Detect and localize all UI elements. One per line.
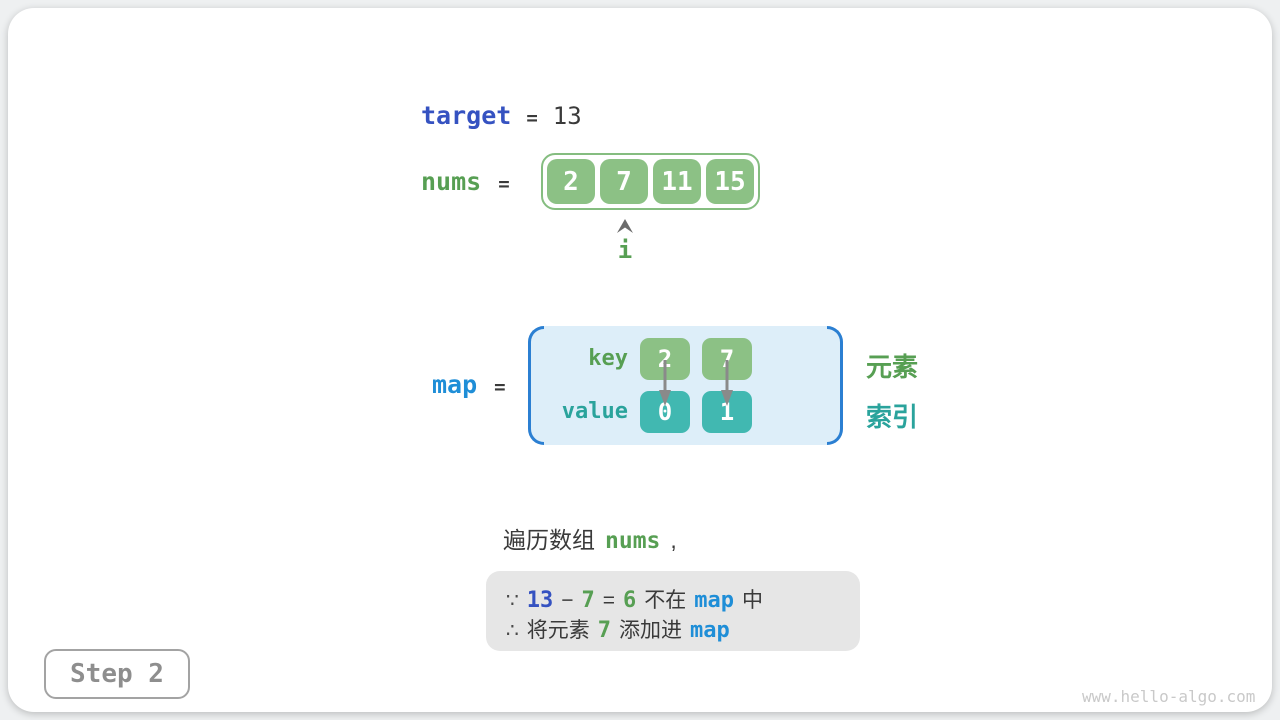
reason-text-not-in: 不在: [644, 589, 687, 612]
equals-sign: =: [526, 107, 538, 129]
pointer-i-label: i: [617, 236, 633, 264]
nums-cell-1: 7: [600, 159, 648, 204]
step-badge: Step 2: [44, 649, 190, 699]
reason-text-add-element: 将元素: [526, 619, 590, 642]
nums-line: nums =: [421, 167, 510, 196]
nums-variable-name: nums: [421, 167, 482, 196]
caption-line: 遍历数组 nums ,: [503, 521, 677, 555]
map-right-bracket: [827, 326, 843, 445]
reason-added-value: 7: [597, 618, 611, 643]
reason-line-2: ∴ 将元素 7 添加进 map: [506, 614, 840, 644]
reason-map-code: map: [689, 618, 730, 643]
map-value-cell-1: 1: [702, 391, 752, 433]
map-value-row-label: value: [561, 399, 628, 424]
reason-map-code: map: [694, 588, 735, 613]
reason-text-append-to: 添加进: [618, 619, 682, 642]
down-arrow-icon: [721, 360, 733, 406]
reason-difference-value: 6: [623, 588, 637, 613]
map-box: key value 2 7 0 1: [528, 326, 843, 445]
target-value: 13: [552, 102, 582, 130]
nums-cell-2: 11: [653, 159, 701, 204]
reason-line-1: ∵ 13 − 7 = 6 不在 map 中: [506, 584, 840, 614]
reason-target-value: 13: [526, 588, 554, 613]
element-side-label: 元素: [866, 352, 919, 382]
equals-sign: =: [498, 173, 510, 195]
because-symbol: ∵: [506, 590, 519, 612]
map-value-cell-0: 0: [640, 391, 690, 433]
therefore-symbol: ∴: [506, 620, 519, 642]
equals-operator: =: [602, 589, 616, 612]
map-left-bracket: [528, 326, 544, 445]
reason-element-value: 7: [581, 588, 595, 613]
target-variable-name: target: [421, 101, 512, 130]
nums-cell-0: 2: [547, 159, 595, 204]
down-arrow-icon: [659, 360, 671, 406]
nums-array: 2 7 11 15: [541, 153, 760, 210]
map-key-row-label: key: [588, 346, 628, 371]
nums-cell-3: 15: [706, 159, 754, 204]
reason-text-in: 中: [742, 589, 764, 612]
watermark: www.hello-algo.com: [1082, 687, 1256, 706]
up-arrow-icon: [617, 219, 633, 233]
minus-operator: −: [561, 589, 574, 612]
equals-sign: =: [494, 376, 506, 398]
map-variable-name: map: [432, 370, 478, 399]
reason-box: ∵ 13 − 7 = 6 不在 map 中 ∴ 将元素 7 添加进 map: [486, 571, 860, 651]
target-line: target = 13: [421, 101, 582, 130]
index-side-label: 索引: [866, 402, 919, 432]
caption-comma: ,: [670, 527, 677, 553]
map-line: map =: [432, 370, 506, 399]
figure-card: target = 13 nums = 2 7 11 15 i map =: [8, 8, 1272, 712]
caption-prefix: 遍历数组: [503, 527, 595, 553]
caption-nums-code: nums: [605, 528, 661, 554]
